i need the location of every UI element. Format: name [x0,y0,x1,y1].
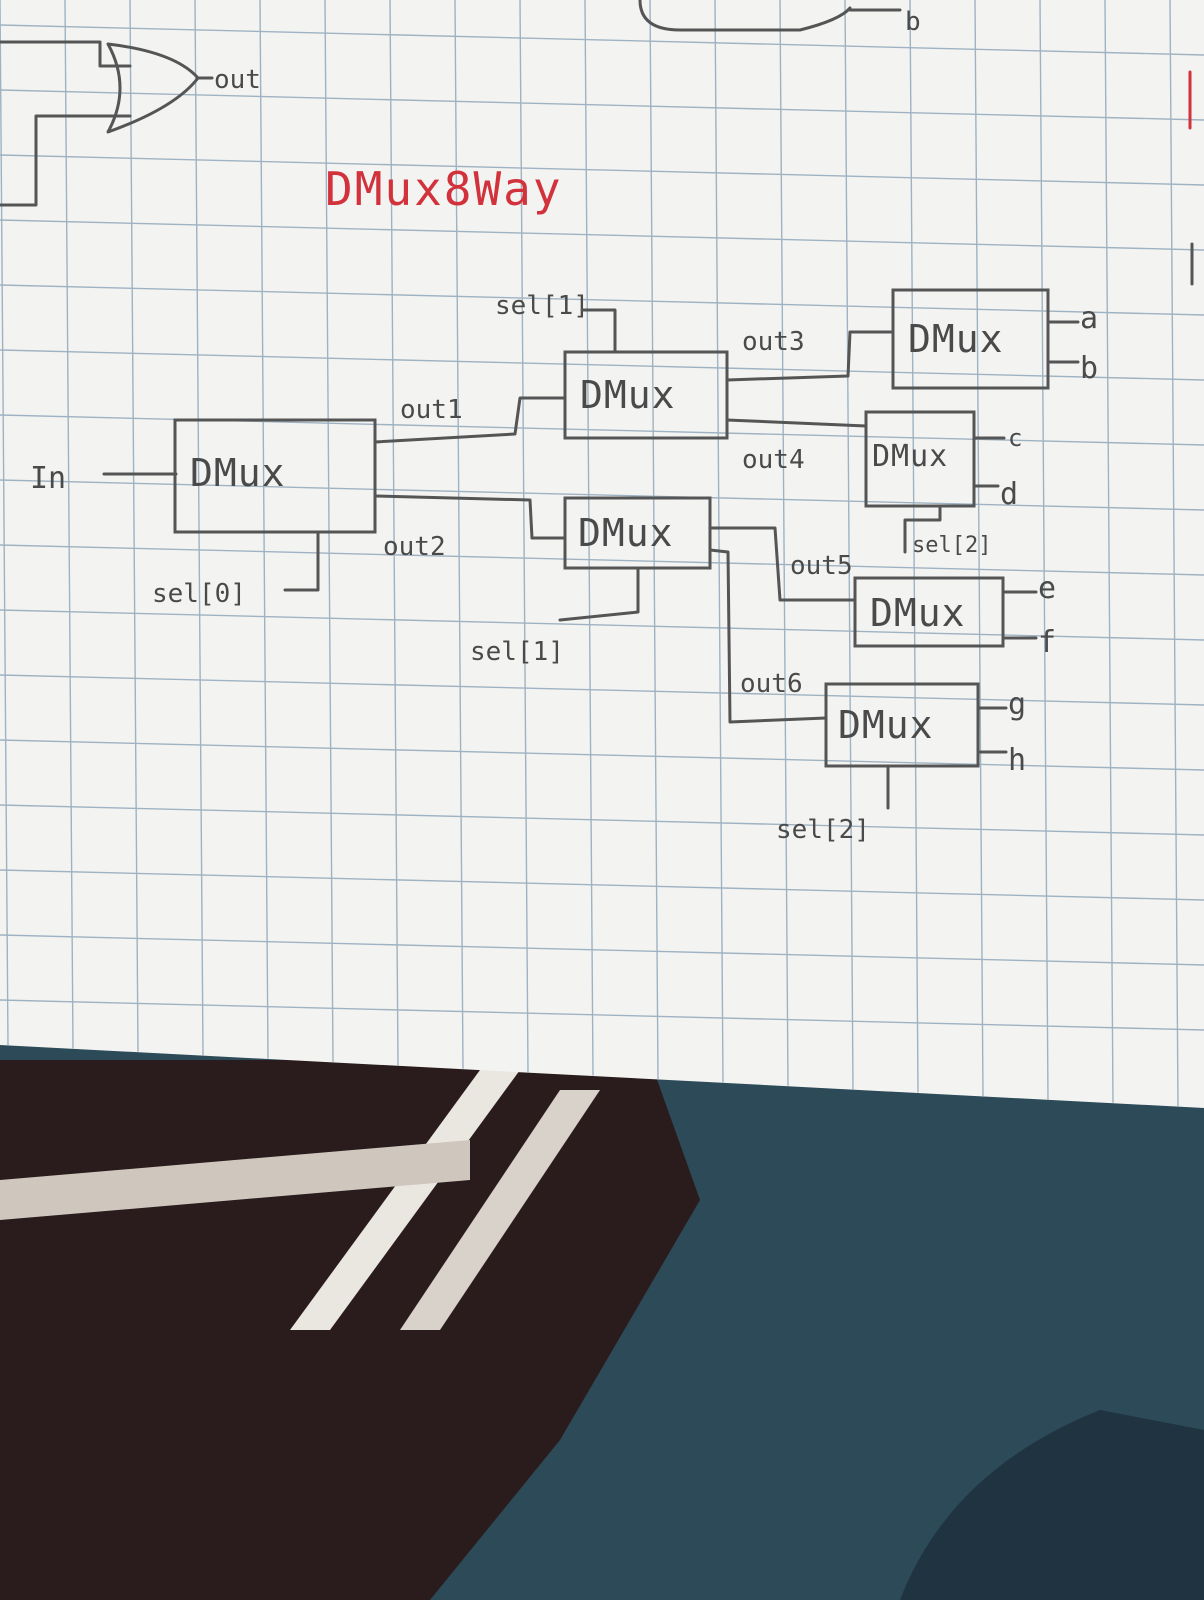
grid-line-horizontal [0,284,1204,316]
diagram-title: DMux8Way [325,162,563,216]
wire-out1 [373,396,567,444]
sel2-gh-label: sel[2] [776,815,870,845]
dmux-gh [824,682,980,768]
fragment-or-gate: out [0,40,261,207]
backdrop-white-stripe-2 [400,1090,600,1330]
grid-line-horizontal [0,479,1204,511]
sel1-top-label: sel[1] [495,291,589,321]
grid-line-horizontal [0,869,1204,901]
grid-line-horizontal [0,934,1204,966]
output-d: d [1000,477,1018,512]
grid-line-vertical [779,0,789,1086]
label-out2: out2 [383,532,446,562]
wire-out2 [373,494,567,540]
grid-line-horizontal [0,544,1204,576]
wire-out6 [708,548,828,724]
dmux-lower-label: DMux [578,511,674,555]
grid-line-vertical [584,0,594,1076]
output-c: c [1008,424,1022,452]
dmux-upper [563,350,729,440]
output-b: b [1080,351,1098,386]
grid-line-horizontal [0,154,1204,186]
output-h: h [1008,743,1026,778]
grid-line-vertical [1039,0,1049,1100]
backdrop-white-stripe [290,1070,520,1330]
grid-line-vertical [909,0,919,1093]
fragment-b-label: b [905,7,921,37]
dmux-ef [853,576,1005,648]
label-out3: out3 [742,327,805,357]
grid-line-vertical [259,0,269,1059]
sel2-cd-label: sel[2] [912,533,991,558]
output-a: a [1080,301,1098,336]
grid-line-vertical [389,0,399,1066]
grid-line-horizontal [0,89,1204,121]
grid-line-vertical [194,0,204,1056]
backdrop-light-band [0,1140,470,1220]
grid-line-vertical [454,0,464,1069]
label-out6: out6 [740,669,803,699]
dmux-gh-label: DMux [838,703,934,747]
grid-line-vertical [844,0,854,1090]
dmux-ab [891,288,1050,390]
wire-out3 [725,330,895,382]
label-out5: out5 [790,551,853,581]
grid-line-horizontal [0,219,1204,251]
grid-line-horizontal [0,349,1204,381]
dmux-cd [864,410,976,508]
grid-line-horizontal [0,804,1204,836]
output-e: e [1038,571,1056,606]
grid-line-horizontal [0,999,1204,1031]
dmux-upper-label: DMux [580,373,676,417]
input-label: In [30,461,66,496]
dmux-ef-label: DMux [870,591,966,635]
wire-out4 [725,418,868,428]
grid-line-horizontal [0,24,1204,56]
fragment-out-label: out [214,65,261,95]
grid-line-vertical [1104,0,1114,1103]
grid-line-vertical [714,0,724,1083]
output-f: f [1038,625,1056,660]
label-out1: out1 [400,395,463,425]
label-out4: out4 [742,445,805,475]
paper-grid [0,0,1204,1107]
grid-line-vertical [64,0,74,1049]
fragment-and-gate: b [638,0,921,37]
grid-line-vertical [129,0,139,1052]
grid-line-horizontal [0,674,1204,706]
output-g: g [1008,687,1026,722]
dmux-cd-label: DMux [872,439,948,474]
dmux-ab-label: DMux [908,317,1004,361]
backdrop-arc [900,1410,1204,1600]
grid-line-horizontal [0,739,1204,771]
dmux-root [173,418,377,534]
grid-line-vertical [974,0,984,1097]
paper-sheet [0,0,1204,1108]
dmux-root-label: DMux [190,451,286,495]
sel0-label: sel[0] [152,579,246,609]
wire-out5 [708,526,857,602]
grid-line-vertical [649,0,659,1080]
sel1-bottom-label: sel[1] [470,637,564,667]
grid-line-vertical [519,0,529,1073]
